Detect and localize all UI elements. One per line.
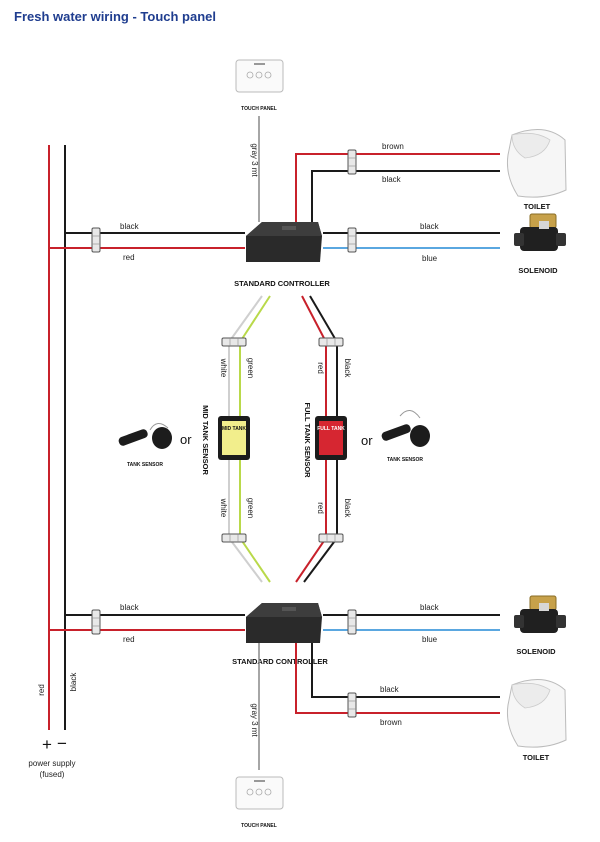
solenoid-label: SOLENOID [516, 647, 556, 656]
wire-label-red: red [316, 362, 325, 374]
toilet-top-wires: brown black [295, 142, 500, 222]
controller-box-icon [246, 603, 322, 643]
or-label-right: or [361, 433, 373, 448]
controller-label: STANDARD CONTROLLER [232, 657, 328, 666]
connector-icon [347, 609, 357, 635]
sensor-wires: white green white green red black red bl… [219, 295, 352, 583]
tank-sensor-right: TANK SENSOR [381, 410, 430, 463]
full-tank-box-text: FULL TANK [317, 426, 345, 432]
connector-icon [318, 533, 344, 543]
connector-icon [347, 227, 357, 253]
wire-label-black: black [343, 499, 352, 519]
solenoid-valve-icon [514, 595, 566, 633]
full-tank-sensor-label: FULL TANK SENSOR [303, 402, 312, 478]
wire-label-black: black [382, 175, 402, 184]
touch-panel-icon [235, 776, 284, 810]
controller-box-icon [246, 222, 322, 262]
toilet-label: TOILET [523, 753, 550, 762]
full-tank-sensor: FULL TANK FULL TANK SENSOR [303, 402, 347, 478]
touch-panel-label: TOUCH PANEL [241, 106, 277, 112]
controller-top-power-wires: black red [49, 222, 245, 262]
controller-top: STANDARD CONTROLLER [234, 222, 330, 288]
touch-panel-top: TOUCH PANEL gray 3 mt [235, 59, 284, 222]
mid-tank-box-text: MID TANK [222, 426, 246, 432]
tank-sensor-icon [118, 423, 172, 449]
plus-symbol: + [42, 735, 52, 754]
toilet-icon [507, 129, 567, 198]
solenoid-valve-icon [514, 213, 566, 251]
solenoid-bottom-wires: black blue [323, 603, 500, 644]
controller-label: STANDARD CONTROLLER [234, 279, 330, 288]
wire-label-brown: brown [382, 142, 404, 151]
wire-label-red: red [123, 253, 135, 262]
wire-label-red: red [316, 502, 325, 514]
tank-sensor-label: TANK SENSOR [387, 457, 423, 463]
wire-label-white: white [219, 498, 228, 518]
controller-bottom-power-wires: black red [49, 603, 245, 644]
or-label-left: or [180, 432, 192, 447]
connector-icon [318, 337, 344, 347]
connector-icon [347, 692, 357, 718]
mid-tank-sensor-label: MID TANK SENSOR [201, 405, 210, 475]
wire-label-black: black [380, 685, 400, 694]
wire-label-black: black [420, 222, 440, 231]
controller-bottom: STANDARD CONTROLLER [232, 603, 328, 666]
page-title: Fresh water wiring - Touch panel [14, 9, 217, 24]
wire-label-red: red [123, 635, 135, 644]
power-supply-fused-label: (fused) [40, 770, 65, 779]
toilet-bottom-wires: black brown [295, 643, 500, 727]
toilet-bottom: TOILET [507, 679, 567, 762]
minus-symbol: − [57, 734, 67, 753]
toilet-icon [507, 679, 567, 748]
power-bus: red black + − power supply (fused) [28, 145, 78, 779]
mid-tank-sensor: MID TANK MID TANK SENSOR [201, 405, 250, 476]
wire-label-brown: brown [380, 718, 402, 727]
connector-icon [347, 149, 357, 175]
tank-sensor-label: TANK SENSOR [127, 462, 163, 468]
solenoid-bottom: SOLENOID [514, 595, 566, 656]
wire-label-blue: blue [422, 635, 438, 644]
solenoid-label: SOLENOID [518, 266, 558, 275]
wire-label-green: green [246, 498, 255, 518]
wire-label-black: black [343, 359, 352, 379]
wire-label-black: black [120, 222, 140, 231]
tank-sensor-icon [381, 410, 430, 447]
black-bus-label: black [69, 672, 78, 692]
wire-label-black: black [120, 603, 140, 612]
gray-cable-label: gray 3 mt [250, 703, 259, 737]
wire-label-white: white [219, 358, 228, 378]
connector-icon [221, 337, 247, 347]
toilet-top: TOILET [507, 129, 567, 211]
touch-panel-bottom: gray 3 mt TOUCH PANEL [235, 643, 284, 829]
connector-icon [221, 533, 247, 543]
power-supply-label: power supply [28, 759, 75, 768]
wire-label-green: green [246, 358, 255, 378]
wire-label-blue: blue [422, 254, 438, 263]
touch-panel-icon [235, 59, 284, 93]
gray-cable-label: gray 3 mt [250, 143, 259, 177]
wire-label-black: black [420, 603, 440, 612]
red-bus-label: red [37, 684, 46, 696]
connector-icon [91, 227, 101, 253]
solenoid-top-wires: black blue [323, 222, 500, 263]
connector-icon [91, 609, 101, 635]
solenoid-top: SOLENOID [514, 213, 566, 275]
tank-sensor-left: TANK SENSOR [118, 423, 172, 468]
toilet-label: TOILET [524, 202, 551, 211]
touch-panel-label: TOUCH PANEL [241, 823, 277, 829]
